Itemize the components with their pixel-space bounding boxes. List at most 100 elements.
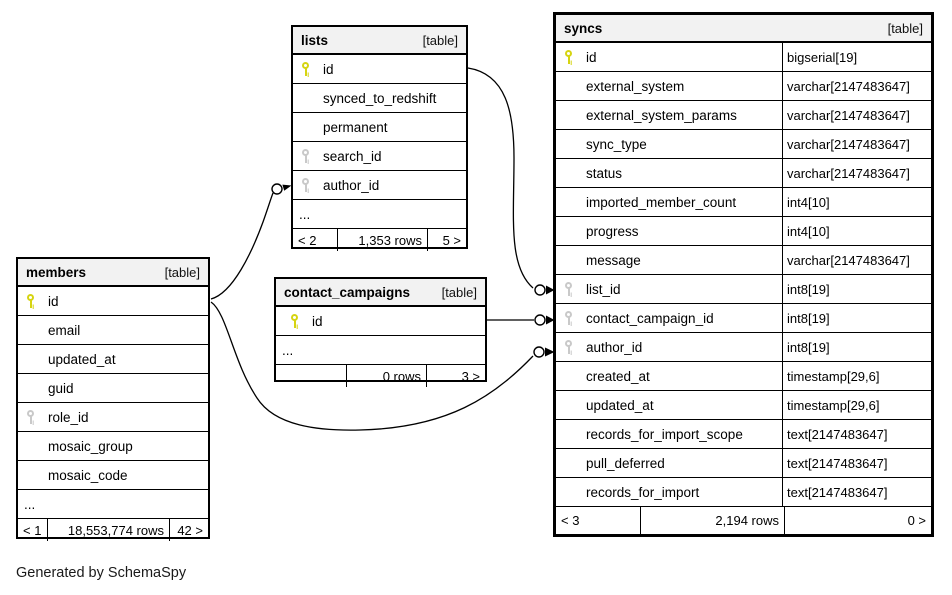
column-name: id	[312, 313, 323, 329]
column-type: varchar[2147483647]	[782, 72, 931, 100]
table-row: status varchar[2147483647]	[556, 159, 931, 188]
column-name: pull_deferred	[586, 455, 665, 471]
table-row: permanent	[293, 113, 466, 142]
table-syncs: syncs [table] id bigserial[19] external_…	[553, 12, 934, 537]
table-row: author_id	[293, 171, 466, 200]
column-name: list_id	[586, 281, 621, 297]
column-type: bigserial[19]	[782, 43, 931, 71]
table-footer: < 2 1,353 rows 5 >	[293, 229, 466, 251]
pager-prev: < 2	[293, 229, 338, 251]
column-type: text[2147483647]	[782, 478, 931, 506]
zero-or-one-circle	[534, 314, 546, 326]
pager-next: 0 >	[907, 513, 926, 528]
zero-or-one-circle	[271, 183, 283, 195]
table-header: lists [table]	[293, 27, 466, 55]
table-row: id bigserial[19]	[556, 43, 931, 72]
table-row: contact_campaign_id int8[19]	[556, 304, 931, 333]
table-title[interactable]: members	[26, 264, 87, 280]
column-type: varchar[2147483647]	[782, 101, 931, 129]
table-row-ellipsis: ...	[293, 200, 466, 229]
column-name: email	[48, 322, 81, 338]
table-row: pull_deferred text[2147483647]	[556, 449, 931, 478]
column-name: permanent	[323, 119, 388, 135]
table-row: guid	[18, 374, 208, 403]
column-type: varchar[2147483647]	[782, 159, 931, 187]
column-type: varchar[2147483647]	[782, 130, 931, 158]
table-row: updated_at timestamp[29,6]	[556, 391, 931, 420]
key-icon	[26, 293, 36, 309]
column-name: ...	[282, 342, 294, 358]
pager-prev: < 1	[18, 519, 48, 541]
table-title[interactable]: lists	[301, 32, 329, 48]
pager-next: 3 >	[461, 368, 480, 384]
column-name: id	[323, 61, 334, 77]
table-title[interactable]: contact_campaigns	[284, 284, 411, 300]
column-type: int8[19]	[782, 304, 931, 332]
key-icon	[26, 409, 36, 425]
table-footer: 0 rows 3 >	[276, 365, 485, 387]
column-name: author_id	[323, 177, 380, 193]
table-row-ellipsis: ...	[18, 490, 208, 519]
row-count: 0 rows	[347, 365, 427, 387]
table-type-tag: [table]	[887, 20, 923, 36]
column-name: imported_member_count	[586, 194, 737, 210]
table-contact-campaigns: contact_campaigns [table] id ... 0 rows …	[274, 277, 487, 387]
table-row: mosaic_code	[18, 461, 208, 490]
table-row: synced_to_redshift	[293, 84, 466, 113]
table-row: external_system varchar[2147483647]	[556, 72, 931, 101]
relationship-lists-syncs	[467, 67, 534, 289]
key-icon	[301, 177, 311, 193]
key-icon	[301, 61, 311, 77]
table-row: mosaic_group	[18, 432, 208, 461]
column-name: mosaic_code	[48, 467, 128, 483]
column-name: progress	[586, 223, 639, 239]
column-name: ...	[299, 206, 311, 222]
key-icon	[290, 313, 300, 329]
table-row: records_for_import_scope text[2147483647…	[556, 420, 931, 449]
zero-or-one-circle	[534, 284, 546, 296]
relationship-members-lists	[210, 192, 274, 300]
column-name: external_system	[586, 78, 685, 94]
table-type-tag: [table]	[422, 32, 458, 48]
table-row: id	[293, 55, 466, 84]
column-name: updated_at	[586, 397, 654, 413]
table-type-tag: [table]	[441, 284, 477, 300]
table-row: search_id	[293, 142, 466, 171]
table-row: list_id int8[19]	[556, 275, 931, 304]
column-name: mosaic_group	[48, 438, 133, 454]
column-name: search_id	[323, 148, 382, 164]
table-type-tag: [table]	[164, 264, 200, 280]
column-name: contact_campaign_id	[586, 310, 714, 326]
pager-next: 5 >	[442, 232, 461, 248]
table-header: members [table]	[18, 259, 208, 287]
column-name: updated_at	[48, 351, 116, 367]
key-icon	[564, 49, 574, 65]
column-type: timestamp[29,6]	[782, 391, 931, 419]
table-title[interactable]: syncs	[564, 20, 603, 36]
row-count: 2,194 rows	[641, 507, 785, 534]
table-row: created_at timestamp[29,6]	[556, 362, 931, 391]
table-header: syncs [table]	[556, 15, 931, 43]
table-row: id	[276, 307, 485, 336]
column-name: status	[586, 165, 623, 181]
table-header: contact_campaigns [table]	[276, 279, 485, 307]
column-name: guid	[48, 380, 74, 396]
table-footer: < 1 18,553,774 rows 42 >	[18, 519, 208, 541]
table-row: progress int4[10]	[556, 217, 931, 246]
column-name: ...	[24, 496, 36, 512]
column-name: synced_to_redshift	[323, 90, 437, 106]
table-footer: < 3 2,194 rows 0 >	[556, 507, 931, 534]
table-row: updated_at	[18, 345, 208, 374]
column-type: text[2147483647]	[782, 420, 931, 448]
column-name: sync_type	[586, 136, 647, 152]
table-row: author_id int8[19]	[556, 333, 931, 362]
generator-credit: Generated by SchemaSpy	[16, 565, 187, 581]
column-type: text[2147483647]	[782, 449, 931, 477]
column-type: timestamp[29,6]	[782, 362, 931, 390]
table-lists: lists [table] id synced_to_redshift perm…	[291, 25, 468, 251]
column-type: varchar[2147483647]	[782, 246, 931, 274]
table-row: imported_member_count int4[10]	[556, 188, 931, 217]
table-row: message varchar[2147483647]	[556, 246, 931, 275]
zero-or-one-circle	[533, 346, 545, 358]
column-name: role_id	[48, 409, 89, 425]
